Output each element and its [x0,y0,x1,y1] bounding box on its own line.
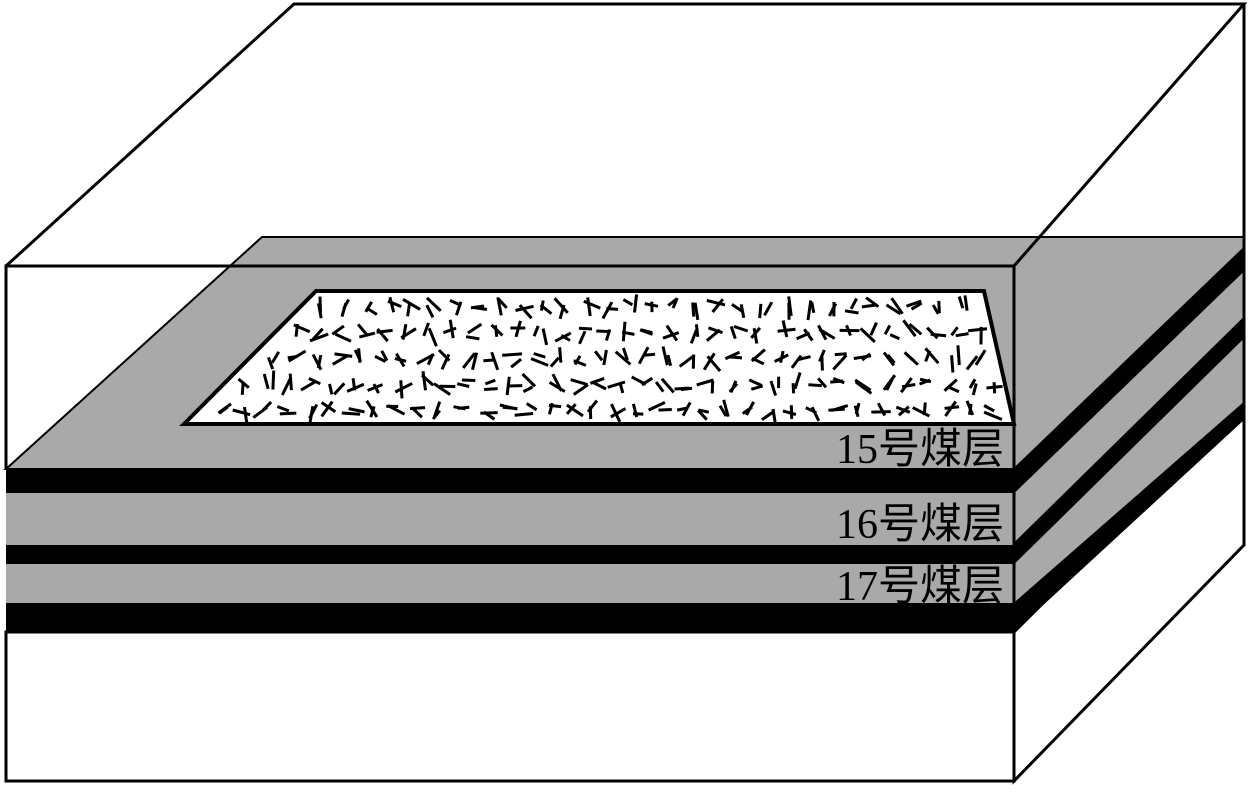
rubble-stroke [377,330,393,332]
rubble-stroke [635,294,637,312]
rubble-stroke [560,347,561,362]
rubble-stroke [939,301,940,313]
floor-rock-front [6,632,1014,781]
seam-16-label: 16号煤层 [836,502,1004,548]
rubble-stroke [862,305,877,307]
rubble-stroke [712,381,713,394]
rubble-stroke [623,322,625,341]
rubble-stroke [502,354,522,355]
rubble-stroke [808,385,821,386]
rubble-stroke [986,386,1002,388]
rubble-stroke [778,329,796,331]
rubble-stroke [462,380,475,381]
rubble-stroke [273,371,274,390]
rubble-stroke [280,413,297,414]
rubble-stroke [483,360,493,361]
seam-15-label: 15号煤层 [836,427,1004,473]
overburden-top [6,4,1244,266]
rubble-stroke [958,345,959,365]
rubble-stroke [644,354,655,355]
rubble-stroke [675,388,690,389]
rubble-stroke [659,410,672,411]
rubble-stroke [471,306,484,308]
rubble-stroke [965,295,967,310]
rubble-stroke [342,413,360,414]
rubble-stroke [693,303,694,317]
rubble-stroke [353,378,355,390]
rubble-stroke [484,389,498,390]
rubble-stroke [793,383,794,393]
rubble-stroke [296,324,298,337]
rubble-stroke [970,404,972,415]
rubble-stroke [760,304,761,318]
rubble-stroke [952,355,953,372]
rubble-stroke [931,334,947,336]
rubble-stroke [871,412,890,413]
rubble-stroke [480,413,497,414]
rubble-stroke [968,329,987,331]
rubble-stroke [408,303,410,316]
rubble-stroke [596,331,608,332]
rubble-stroke [828,409,844,410]
rubble-stroke [956,334,969,336]
rubble-stroke [812,302,814,313]
rubble-stroke [515,414,533,416]
seam-17-label: 17号煤层 [836,564,1004,610]
rubble-stroke [579,328,592,329]
rubble-stroke [835,354,847,355]
rubble-stroke [822,356,823,370]
